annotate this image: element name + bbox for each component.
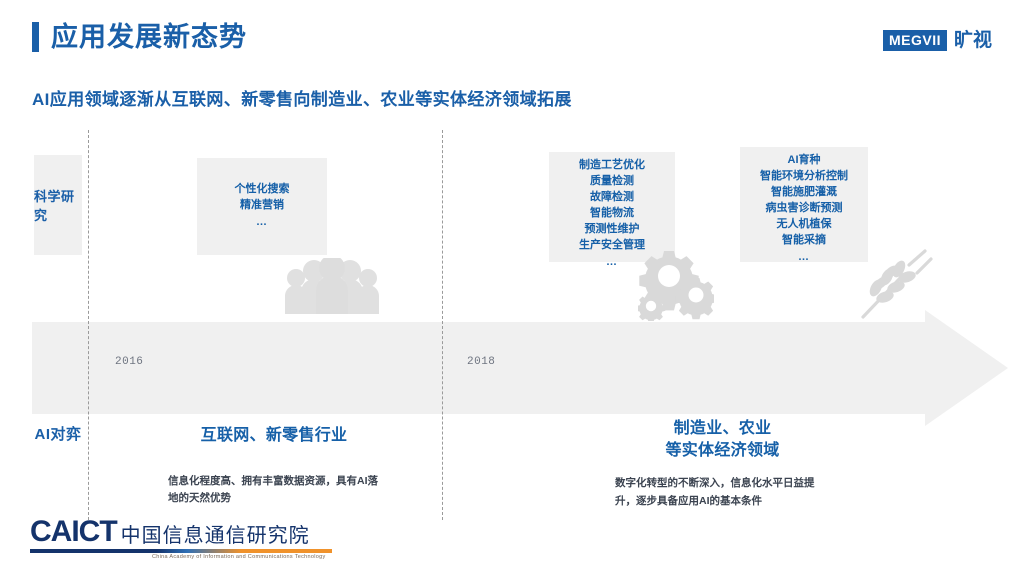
card-manufacturing-lines: 制造工艺优化 质量检测 故障检测 智能物流 预测性维护 生产安全管理: [579, 159, 645, 251]
row-label-ai-game: AI对弈: [34, 425, 82, 443]
page-subtitle: AI应用领域逐渐从互联网、新零售向制造业、农业等实体经济领域拓展: [32, 90, 572, 109]
megvii-chinese-name: 旷视: [953, 29, 992, 51]
card-agriculture-lines: AI育种 智能环境分析控制 智能施肥灌溉 病虫害诊断预测 无人机植保 智能采摘: [760, 154, 848, 246]
caict-logo-row: CAICT 中国信息通信研究院: [30, 515, 332, 548]
block-real-economy-title: 制造业、农业 等实体经济领域: [665, 420, 780, 459]
card-manufacturing-ellipsis: …: [606, 255, 618, 268]
megvii-logo: MEGVII 旷视: [882, 29, 992, 51]
card-internet-retail: 个性化搜索 精准营销 …: [197, 158, 327, 255]
block-internet-retail: 互联网、新零售行业 信息化程度高、拥有丰富数据资源，具有AI落地的天然优势: [168, 425, 380, 507]
people-group-icon: [283, 255, 381, 319]
year-marker-2016: 2016: [115, 356, 144, 368]
title-accent-bar: [32, 22, 39, 52]
wheat-icon: [859, 247, 935, 326]
gears-icon: [636, 251, 717, 326]
phase-divider-1: [88, 130, 89, 520]
block-internet-retail-title: 互联网、新零售行业: [200, 427, 348, 444]
title-text: 应用发展新态势: [51, 21, 247, 52]
year-marker-2018: 2018: [467, 356, 496, 368]
card-internet-retail-lines: 个性化搜索 精准营销: [234, 183, 290, 211]
caict-underline: [30, 548, 332, 553]
card-agriculture: AI育种 智能环境分析控制 智能施肥灌溉 病虫害诊断预测 无人机植保 智能采摘 …: [740, 147, 868, 263]
row-label-research: 科学研究: [34, 155, 82, 255]
block-real-economy: 制造业、农业 等实体经济领域 数字化转型的不断深入，信息化水平日益提升，逐步具备…: [615, 418, 830, 510]
block-real-economy-body: 数字化转型的不断深入，信息化水平日益提升，逐步具备应用AI的基本条件: [615, 477, 815, 507]
phase-divider-2: [442, 130, 443, 520]
caict-english-name: China Academy of Information and Communi…: [152, 553, 326, 560]
card-agriculture-ellipsis: …: [798, 250, 810, 263]
block-internet-retail-body: 信息化程度高、拥有丰富数据资源，具有AI落地的天然优势: [168, 474, 378, 504]
timeline-arrow-band: [32, 310, 1008, 426]
megvii-wordmark: MEGVII: [882, 30, 947, 51]
caict-abbreviation: CAICT: [30, 515, 118, 548]
card-internet-retail-ellipsis: …: [256, 215, 268, 228]
caict-logo: CAICT 中国信息通信研究院 China Academy of Informa…: [30, 515, 332, 560]
caict-chinese-name: 中国信息通信研究院: [120, 524, 310, 547]
page-title: 应用发展新态势: [32, 22, 247, 52]
card-manufacturing: 制造工艺优化 质量检测 故障检测 智能物流 预测性维护 生产安全管理 …: [549, 152, 675, 268]
